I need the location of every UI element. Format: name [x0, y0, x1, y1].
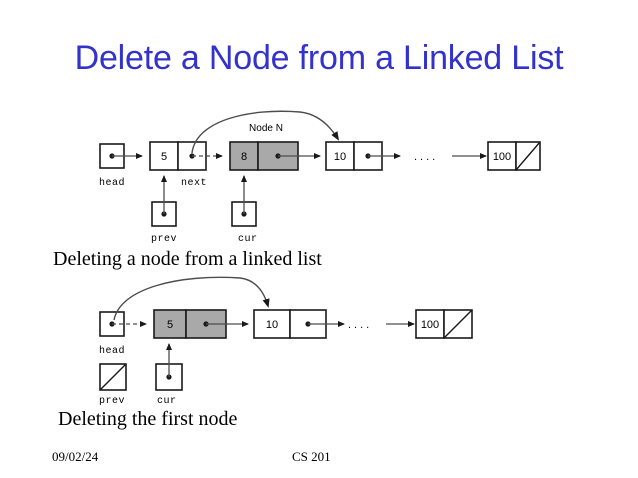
- node-value: 10: [334, 151, 346, 163]
- list-node-10: 10: [325, 141, 401, 171]
- list-node-5: 5: [149, 141, 223, 171]
- relink-arrow-1: [191, 110, 340, 154]
- figure-delete-middle-node: head 5 next Node N 8 10 ....: [99, 110, 541, 245]
- node-value: 100: [421, 319, 439, 331]
- cur-label-1: cur: [238, 234, 258, 245]
- null-slash-icon: [515, 141, 541, 171]
- prev-pointer-box-2-null: [99, 363, 127, 391]
- list-node-5-shaded: 5: [153, 309, 249, 339]
- prev-pointer-box-1: [151, 175, 177, 227]
- head-pointer-box-1: [99, 143, 143, 169]
- node-n-label: Node N: [249, 123, 283, 134]
- caption-delete-middle-node: Deleting a node from a linked list: [53, 248, 322, 270]
- head-label-2: head: [99, 345, 125, 357]
- footer-date: 09/02/24: [52, 449, 99, 464]
- ellipsis-1: ....: [414, 151, 438, 163]
- prev-label-2: prev: [99, 396, 125, 407]
- null-slash-icon: [443, 309, 473, 339]
- node-value: 100: [493, 151, 511, 163]
- cur-pointer-box-1: [231, 175, 257, 227]
- null-slash-icon: [99, 363, 127, 391]
- node-value: 5: [161, 151, 167, 163]
- list-node-100-b: 100: [415, 309, 473, 339]
- node-value: 8: [241, 151, 247, 163]
- relink-arrow-2: [113, 276, 270, 321]
- ellipsis-2: ....: [348, 319, 372, 331]
- node-value: 5: [167, 319, 173, 331]
- head-label-1: head: [99, 177, 125, 189]
- cur-pointer-box-2: [155, 343, 183, 391]
- list-node-10-b: 10: [253, 309, 345, 339]
- head-pointer-box-2: [99, 311, 147, 337]
- list-node-8-shaded: 8: [229, 141, 321, 171]
- cur-label-2: cur: [157, 396, 177, 407]
- node-value: 10: [266, 319, 278, 331]
- page-title: Delete a Node from a Linked List: [74, 39, 564, 77]
- list-node-100: 100: [487, 141, 541, 171]
- caption-delete-first-node: Deleting the first node: [58, 408, 238, 430]
- next-label-1: next: [181, 178, 207, 189]
- footer-course: CS 201: [292, 449, 331, 464]
- prev-label-1: prev: [151, 234, 177, 245]
